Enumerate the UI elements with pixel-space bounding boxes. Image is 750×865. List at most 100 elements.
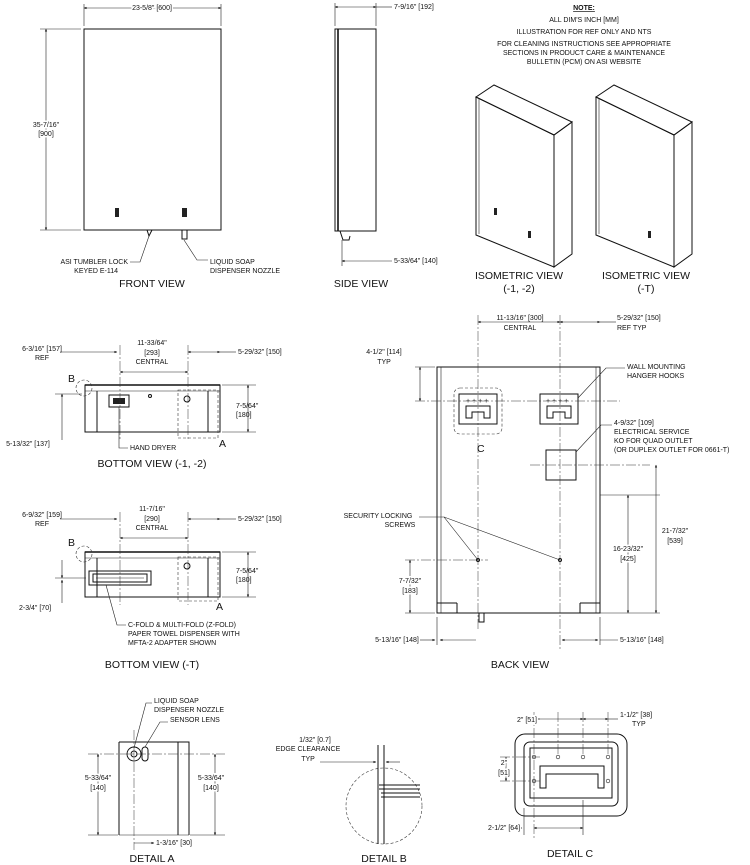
front-soap-icon [182,208,187,217]
back-top-dim-1: 4-1/2" [114] [366,349,401,356]
svg-text:+ + + +: + + + + [466,398,488,405]
electrical-callout-1: 4-9/32" [109] [614,420,654,427]
bt-callout-3: MFTA-2 ADAPTER SHOWN [128,640,216,647]
front-view: 23-5/8" [600] 35-7/16" [900] ASI TUMBLER… [31,4,280,291]
back-dim-16-2: [425] [620,556,636,563]
back-dim-21-1: 21-7/32" [662,528,689,535]
back-dim-21-2: [539] [667,538,683,545]
detail-a-bottom-dim: 1-3/16" [30] [156,840,192,847]
iso-left-title-1: ISOMETRIC VIEW [475,270,563,282]
isometric-view-left: ISOMETRIC VIEW (-1, -2) [475,84,573,295]
bt-central-dim-2: [290] [144,516,160,523]
iso-right-title-2: (-T) [638,283,655,295]
back-central-dim-2: CENTRAL [504,325,537,332]
isometric-view-right: ISOMETRIC VIEW (-T) [594,84,693,295]
detail-c-top-right-dim-2: TYP [632,721,646,728]
detail-b-callout-2: EDGE CLEARANCE [276,746,341,753]
bottom-view-t-title: BOTTOM VIEW (-T) [105,659,199,671]
detail-b-callout-3: TYP [301,756,315,763]
detail-a-right-dim-placeholder: [140] [90,785,106,792]
soap-nozzle-icon [181,229,188,240]
electrical-callout-2: ELECTRICAL SERVICE [614,429,690,436]
detail-b-callout-1: 1/32" [0.7] [299,737,331,744]
side-view: 7-9/16" [192] 5-33/64" [140] SIDE VIEW [334,3,438,290]
bt-central-dim-3: CENTRAL [136,525,169,532]
front-view-title: FRONT VIEW [119,278,185,290]
bt-depth-dim-2: [180] [236,577,252,584]
side-nozzle-icon [339,230,351,241]
back-top-dim-2: TYP [377,359,391,366]
back-ref-dim-2: REF TYP [617,325,647,332]
detail-a-title: DETAIL A [130,853,175,865]
b12-depth-dim-1: 7-5/64" [236,403,259,410]
front-width-dim: 23-5/8" [600] [132,5,172,12]
notes-line-2: ILLUSTRATION FOR REF ONLY AND NTS [517,29,652,36]
b12-right-dim: 5-29/32" [150] [238,349,282,356]
hooks-callout-2: HANGER HOOKS [627,373,685,380]
detail-a-left-dim-1: 5-33/64" [85,775,112,782]
notes-title: NOTE: [573,5,595,12]
front-nozzle-callout-1: LIQUID SOAP [210,259,255,266]
bt-right-dim: 5-29/32" [150] [238,516,282,523]
back-dim-7-1: 7-7/32" [399,578,422,585]
bt-label-a: A [216,601,223,613]
side-depth-dim: 7-9/16" [192] [394,4,434,11]
notes-line-1: ALL DIM'S INCH [MM] [549,17,619,24]
bt-depth-dim-1: 7-5/64" [236,568,259,575]
electrical-callout-3: KO FOR QUAD OUTLET [614,438,693,445]
detail-c-left-dim-1: 2" [501,760,508,767]
back-nozzle-icon [478,612,485,623]
bt-left-dim: 2-3/4" [70] [19,605,51,612]
front-height-dim-mm: [900] [38,131,54,138]
b12-left-dim: 5-13/32" [137] [6,441,50,448]
detail-a-nozzle-callout-1: LIQUID SOAP [154,698,199,705]
back-view-title: BACK VIEW [491,659,549,671]
bt-ref-dim-2: REF [35,521,49,528]
notes-block: NOTE: ALL DIM'S INCH [MM] ILLUSTRATION F… [497,5,671,66]
detail-b: 1/32" [0.7] EDGE CLEARANCE TYP DETAIL B [276,737,423,865]
detail-a-right-dim-1: 5-33/64" [198,775,225,782]
back-bottom-right-dim: 5-13/16" [148] [620,637,664,644]
detail-c-left-dim-2: [51] [498,770,510,777]
front-nozzle-callout-2: DISPENSER NOZZLE [210,268,280,275]
detail-c-top-left-dim: 2" [51] [517,717,537,724]
b12-central-dim-2: [293] [144,350,160,357]
back-dim-7-2: [183] [402,588,418,595]
b12-label-a: A [219,438,226,450]
bt-callout-2: PAPER TOWEL DISPENSER WITH [128,631,240,638]
screws-callout-2: SCREWS [385,522,416,529]
hanger-hook-right: + + + + [539,393,579,425]
hooks-callout-1: WALL MOUNTING [627,364,686,371]
b12-ref-dim-2: REF [35,355,49,362]
electrical-callout-4: (OR DUPLEX OUTLET FOR 0661-T) [614,447,729,454]
detail-a-nozzle-callout-2: DISPENSER NOZZLE [154,707,224,714]
back-ref-dim-1: 5-29/32" [150] [617,315,661,322]
detail-a-sensor-callout: SENSOR LENS [170,717,220,724]
front-hand-dryer-icon [115,208,119,217]
bt-label-b: B [68,537,75,549]
bottom-view-12-title: BOTTOM VIEW (-1, -2) [98,458,207,470]
bottom-t-soap-icon [183,562,191,570]
detail-c-title: DETAIL C [547,848,594,860]
side-nozzle-dim: 5-33/64" [140] [394,258,438,265]
tumbler-lock-icon [146,229,153,238]
notes-line-3: FOR CLEANING INSTRUCTIONS SEE APPROPRIAT… [497,41,671,48]
back-bottom-left-dim: 5-13/16" [148] [375,637,419,644]
bt-central-dim-1: 11-7/16" [139,506,165,513]
detail-c: 2" [51] 1-1/2" [38] TYP 2" [51] 2-1/2" [… [486,712,652,860]
b12-central-dim-3: CENTRAL [136,359,169,366]
back-label-c: C [477,443,485,455]
detail-c-bottom-dim: 2-1/2" [64] [488,825,520,832]
b12-central-dim-1: 11-33/64" [137,340,167,347]
notes-line-4: SECTIONS IN PRODUCT CARE & MAINTENANCE [503,50,665,57]
iso-right-title-1: ISOMETRIC VIEW [602,270,690,282]
detail-a: LIQUID SOAP DISPENSER NOZZLE SENSOR LENS… [83,698,226,865]
lock-callout-1: ASI TUMBLER LOCK [60,259,128,266]
front-height-dim-in: 35-7/16" [33,122,60,129]
b12-depth-dim-2: [180] [236,412,252,419]
b12-hand-dryer-callout: HAND DRYER [130,445,176,452]
bottom-view-12: 6-3/16" [157] REF 11-33/64" [293] CENTRA… [6,340,282,470]
bottom-view-t: 6-9/32" [159] REF 11-7/16" [290] CENTRAL… [19,506,282,671]
bt-callout-1: C-FOLD & MULTI-FOLD (Z-FOLD) [128,622,236,629]
